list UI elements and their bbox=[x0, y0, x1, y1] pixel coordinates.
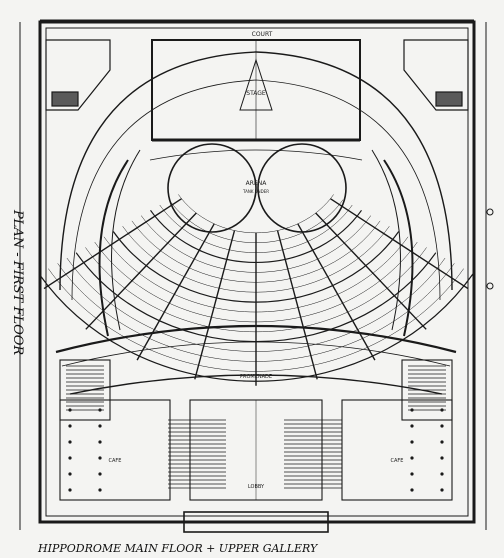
entrance bbox=[183, 511, 329, 533]
promenade-label: PROMENADE bbox=[240, 374, 272, 380]
outer-walls bbox=[19, 19, 487, 530]
column-dot bbox=[68, 440, 72, 444]
columns bbox=[68, 408, 444, 492]
aisle-line bbox=[297, 223, 376, 361]
column-dot bbox=[68, 488, 72, 492]
column-dot bbox=[410, 440, 414, 444]
aisle-line bbox=[85, 212, 197, 330]
promenade bbox=[55, 324, 457, 395]
column-dot bbox=[68, 424, 72, 428]
aisle-line bbox=[276, 230, 318, 380]
aisle-line bbox=[315, 212, 427, 330]
column-dot bbox=[98, 440, 102, 444]
column-dot bbox=[68, 456, 72, 460]
lower-rooms bbox=[59, 359, 453, 501]
column-dot bbox=[410, 488, 414, 492]
aisle-line bbox=[330, 198, 469, 290]
column-dot bbox=[98, 488, 102, 492]
cafe-right-label: CAFE bbox=[391, 458, 404, 464]
column-dot bbox=[68, 408, 72, 412]
column-dot bbox=[440, 488, 444, 492]
dressing-rooms bbox=[45, 39, 469, 111]
column-dot bbox=[68, 472, 72, 476]
column-dot bbox=[440, 472, 444, 476]
court-label: COURT bbox=[252, 31, 273, 38]
stairways bbox=[66, 365, 446, 489]
column-dot bbox=[98, 472, 102, 476]
column-dot bbox=[410, 472, 414, 476]
arena-label: ARENA bbox=[246, 180, 268, 187]
column-dot bbox=[410, 456, 414, 460]
column-dot bbox=[98, 456, 102, 460]
curved-shell bbox=[59, 51, 453, 301]
caption: HIPPODROME MAIN FLOOR + UPPER GALLERY bbox=[37, 542, 319, 555]
column-dot bbox=[440, 424, 444, 428]
side-title: PLAN - FIRST FLOOR bbox=[10, 209, 25, 355]
seating-wings bbox=[98, 149, 414, 337]
cafe-left-label: CAFE bbox=[109, 458, 122, 464]
column-dot bbox=[98, 424, 102, 428]
seating-aisles bbox=[43, 198, 469, 386]
column-dot bbox=[440, 456, 444, 460]
lobby-label: LOBBY bbox=[248, 484, 265, 490]
arena-sub-label: TANK UNDER bbox=[242, 189, 269, 194]
column-dot bbox=[410, 408, 414, 412]
stage-area bbox=[151, 39, 361, 142]
side-markers bbox=[486, 208, 494, 290]
column-dot bbox=[440, 408, 444, 412]
column-dot bbox=[410, 424, 414, 428]
column-dot bbox=[440, 440, 444, 444]
stage-label: STAGE bbox=[246, 90, 266, 97]
aisle-line bbox=[136, 223, 215, 361]
aisle-line bbox=[194, 230, 236, 380]
aisle-line bbox=[43, 198, 182, 290]
column-dot bbox=[98, 408, 102, 412]
